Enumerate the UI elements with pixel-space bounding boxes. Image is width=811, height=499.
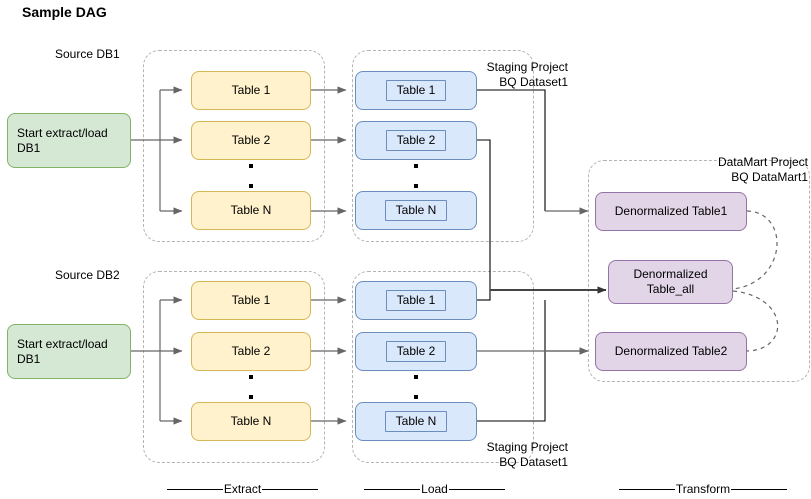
load-bottom-table-2-label: Table 2 [396,344,436,358]
load-bottom-table-2-inner: Table 2 [385,341,447,362]
label-source-db2: Source DB2 [55,268,120,282]
ellipsis-dot [249,184,253,188]
node-denormalized-table2[interactable]: Denormalized Table2 [595,332,747,371]
ellipsis-dot [414,184,418,188]
label-staging-bottom-line2: BQ Dataset1 [499,455,568,469]
denormalized-table-all-text: Denormalized Table_all [633,267,707,297]
start-db2-line1: Start extract/load [17,336,108,351]
start-db1-line2: DB1 [17,140,41,155]
label-source-db1: Source DB1 [55,47,120,61]
ellipsis-dot [414,164,418,168]
load-top-table-2-inner: Table 2 [385,130,447,151]
load-bottom-table-n-inner: Table N [384,411,448,432]
phase-load-rule-left [364,489,421,490]
load-top-table-1-inner: Table 1 [385,80,447,101]
node-start-extract-load-db2[interactable]: Start extract/load DB1 [7,324,131,379]
phase-transform: Transform [608,482,798,497]
load-top-table-1-label: Table 1 [396,83,436,97]
load-top-table-2-label: Table 2 [396,133,436,147]
node-load-top-table-n[interactable]: Table N [355,191,477,230]
denormalized-table-all-line2: Table_all [646,282,695,296]
load-bottom-ellipsis [410,375,422,399]
load-top-ellipsis [410,164,422,188]
node-load-top-table-1[interactable]: Table 1 [355,71,477,110]
phase-transform-rule-left [618,489,675,490]
phase-transform-rule-right [731,489,788,490]
ellipsis-dot [249,395,253,399]
extract-top-ellipsis [245,164,257,188]
node-extract-bottom-table-n[interactable]: Table N [191,402,311,441]
node-start-db2-text: Start extract/load DB1 [17,337,108,367]
phase-load-rule-right [448,489,505,490]
label-staging-top-line1: Staging Project [486,60,568,74]
phase-load: Load [352,482,517,497]
extract-top-table-2-label: Table 2 [231,133,271,147]
node-denormalized-table1[interactable]: Denormalized Table1 [595,192,747,231]
phase-transform-label: Transform [675,482,731,496]
start-db1-line1: Start extract/load [17,125,108,140]
node-extract-top-table-1[interactable]: Table 1 [191,71,311,110]
phase-extract-rule-right [262,489,319,490]
denormalized-table1-label: Denormalized Table1 [614,204,728,218]
label-datamart-line1: DataMart Project [717,155,808,169]
extract-bottom-table-2-label: Table 2 [231,344,271,358]
node-extract-top-table-2[interactable]: Table 2 [191,121,311,160]
group-datamart [588,160,810,382]
load-top-table-n-label: Table N [395,203,437,217]
node-extract-top-table-n[interactable]: Table N [191,191,311,230]
extract-bottom-ellipsis [245,375,257,399]
phase-extract-label: Extract [223,482,262,496]
page-title: Sample DAG [22,4,107,20]
group-source-db2 [143,271,325,463]
node-start-extract-load-db1[interactable]: Start extract/load DB1 [7,113,131,168]
load-bottom-table-1-label: Table 1 [396,293,436,307]
load-bottom-table-1-inner: Table 1 [385,290,447,311]
denormalized-table-all-line1: Denormalized [633,267,708,281]
extract-bottom-table-n-label: Table N [230,414,272,428]
node-extract-bottom-table-2[interactable]: Table 2 [191,332,311,371]
load-top-table-n-inner: Table N [384,200,448,221]
node-load-bottom-table-1[interactable]: Table 1 [355,281,477,320]
ellipsis-dot [414,375,418,379]
phase-load-label: Load [421,482,448,496]
node-load-bottom-table-2[interactable]: Table 2 [355,332,477,371]
group-source-db1 [143,50,325,242]
phase-extract-rule-left [166,489,223,490]
label-datamart-line2: BQ DataMart1 [731,170,808,184]
node-extract-bottom-table-1[interactable]: Table 1 [191,281,311,320]
phase-extract: Extract [160,482,325,497]
label-staging-top-line2: BQ Dataset1 [499,75,568,89]
node-load-bottom-table-n[interactable]: Table N [355,402,477,441]
node-load-top-table-2[interactable]: Table 2 [355,121,477,160]
ellipsis-dot [414,395,418,399]
extract-top-table-1-label: Table 1 [231,83,271,97]
load-bottom-table-n-label: Table N [395,414,437,428]
ellipsis-dot [249,164,253,168]
denormalized-table2-label: Denormalized Table2 [614,344,728,358]
start-db2-line2: DB1 [17,351,41,366]
node-denormalized-table-all[interactable]: Denormalized Table_all [608,260,733,304]
extract-bottom-table-1-label: Table 1 [231,293,271,307]
ellipsis-dot [249,375,253,379]
extract-top-table-n-label: Table N [230,203,272,217]
label-staging-bottom-line1: Staging Project [486,440,568,454]
node-start-db1-text: Start extract/load DB1 [17,126,108,156]
